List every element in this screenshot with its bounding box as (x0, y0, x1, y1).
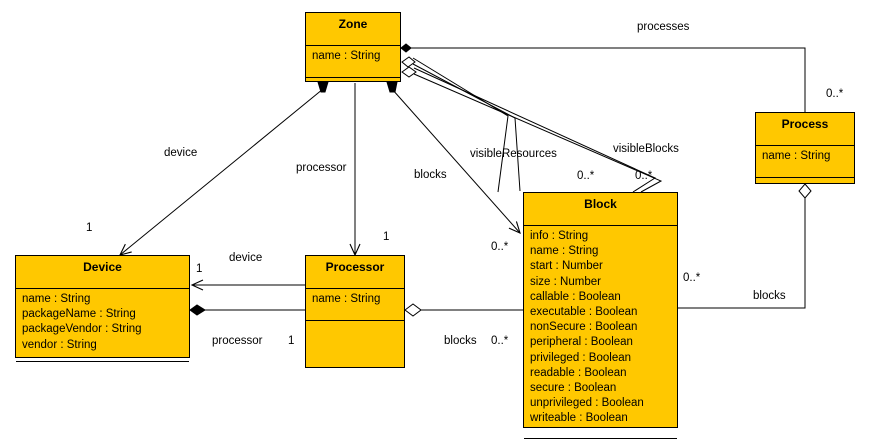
edge-label-processes: processes (637, 21, 690, 33)
association-process-blocks-block (678, 183, 812, 309)
multiplicity-visibleresources: 0..* (577, 170, 595, 182)
multiplicity-device-top: 1 (86, 222, 93, 234)
attribute-row: name : String (312, 50, 381, 62)
attribute-row: unprivileged : Boolean (530, 397, 644, 410)
association-zone-visibleblocks-block (401, 66, 663, 193)
class-title-device: Device (16, 256, 189, 289)
multiplicity-processor-top: 1 (383, 231, 390, 243)
class-title-processor: Processor (306, 256, 404, 289)
attribute-row: size : Number (530, 275, 601, 288)
class-title-zone: Zone (306, 13, 400, 46)
attribute-row: name : String (762, 150, 831, 162)
attribute-row: secure : Boolean (530, 382, 617, 395)
class-title-process: Process (756, 113, 854, 146)
multiplicity-processor-left: 1 (288, 335, 295, 347)
attribute-row: readable : Boolean (530, 366, 627, 379)
association-zone-processes-process (400, 43, 806, 112)
edge-label-processor-device: processor (212, 335, 263, 347)
association-device-processor (189, 304, 305, 316)
attribute-row: nonSecure : Boolean (530, 321, 638, 334)
class-box-block[interactable]: Block info : String name : String start … (523, 192, 678, 439)
edge-label-device-processor: device (229, 252, 263, 264)
association-zone-device (118, 81, 329, 256)
attribute-row: peripheral : Boolean (530, 336, 633, 349)
multiplicity-visibleblocks: 0..* (635, 170, 653, 182)
attribute-row: privileged : Boolean (530, 351, 632, 364)
class-box-zone[interactable]: Zone name : String (305, 12, 401, 82)
class-attributes-zone: name : String (306, 46, 400, 78)
edge-label-blocks-zone: blocks (414, 169, 447, 181)
attribute-row: packageName : String (22, 308, 136, 321)
multiplicity-block-processor: 0..* (491, 335, 509, 347)
class-box-processor[interactable]: Processor name : String (305, 255, 405, 368)
class-attributes-process: name : String (756, 146, 854, 178)
attribute-row: executable : Boolean (530, 306, 638, 319)
edge-label-blocks-process: blocks (753, 290, 786, 302)
attribute-row: packageVendor : String (22, 323, 142, 336)
attribute-row: name : String (22, 293, 91, 305)
class-box-process[interactable]: Process name : String (755, 112, 855, 184)
attribute-row: start : Number (530, 260, 603, 273)
multiplicity-device-right: 1 (196, 263, 203, 275)
attribute-row: vendor : String (22, 338, 97, 351)
edge-label-device-zone: device (164, 147, 198, 159)
class-attributes-block: info : String name : String start : Numb… (524, 226, 677, 439)
attribute-row: name : String (312, 293, 381, 305)
attribute-row: name : String (530, 245, 599, 258)
association-processor-blocks-block (404, 303, 523, 317)
edge-label-blocks-processor: blocks (444, 335, 477, 347)
class-title-block: Block (524, 193, 677, 226)
class-attributes-processor: name : String (306, 289, 404, 321)
edge-label-processor-zone: processor (296, 162, 347, 174)
attribute-row: info : String (530, 230, 589, 242)
attribute-row: callable : Boolean (530, 290, 621, 303)
class-attributes-device: name : String packageName : String packa… (16, 289, 189, 362)
attribute-row: writeable : Boolean (530, 412, 628, 425)
edge-label-visibleblocks: visibleBlocks (613, 143, 679, 155)
multiplicity-blocks-zone: 0..* (491, 241, 509, 253)
edge-label-visibleresources: visibleResources (470, 148, 557, 160)
multiplicity-process: 0..* (826, 88, 844, 100)
class-box-device[interactable]: Device name : String packageName : Strin… (15, 255, 190, 362)
multiplicity-blocks-process: 0..* (683, 272, 701, 284)
association-zone-blocks-block (386, 81, 521, 234)
